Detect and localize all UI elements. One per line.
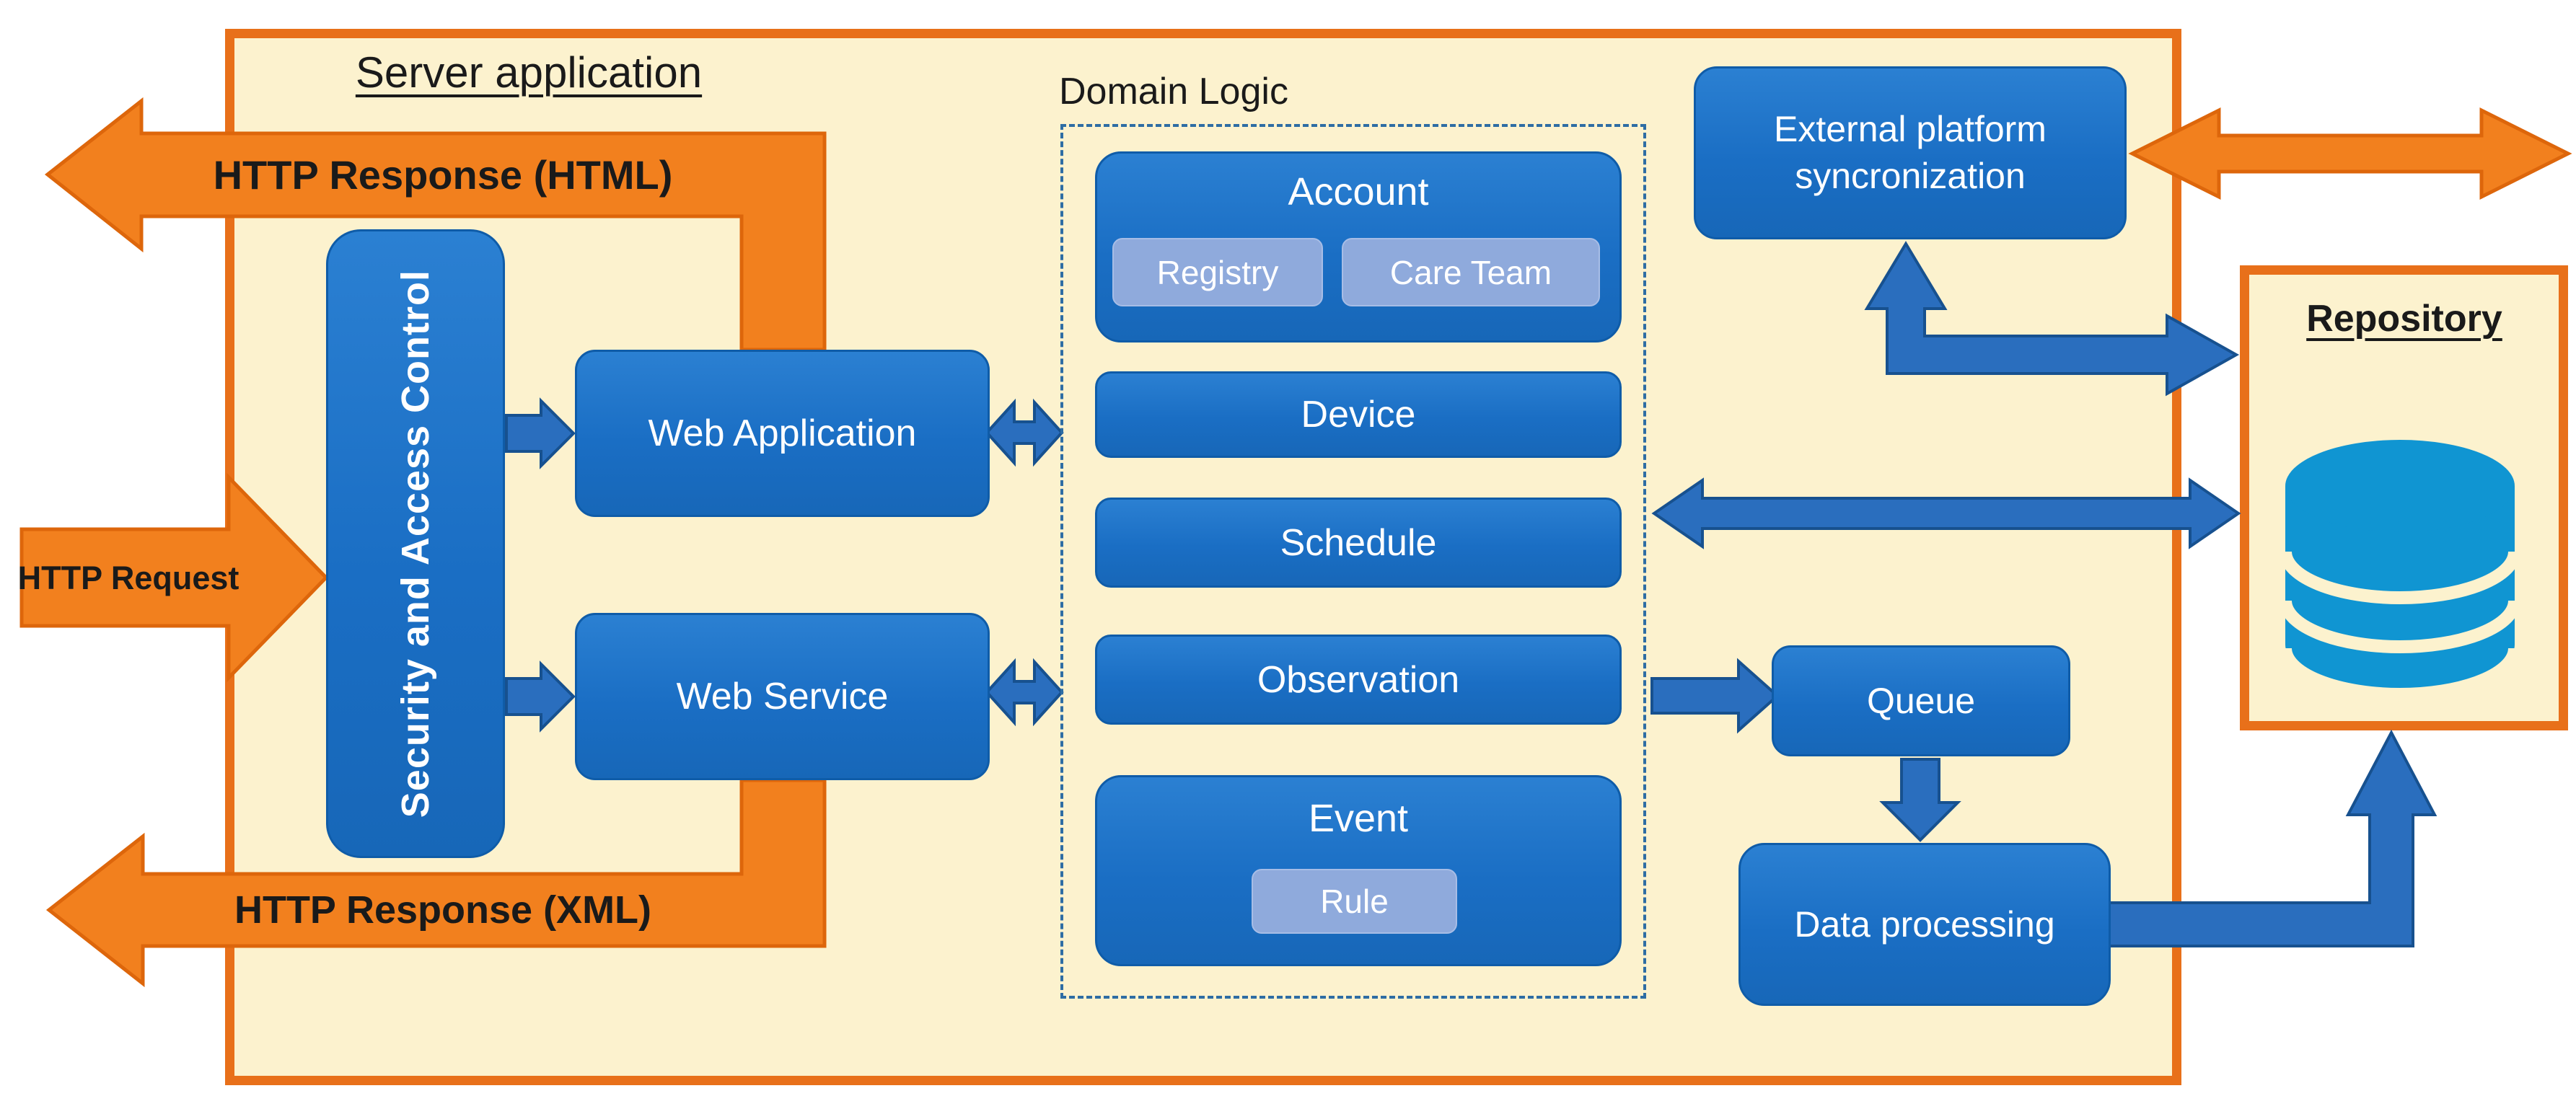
external-repository-elbow-arrow <box>1864 241 2240 397</box>
domain-logic-label: Domain Logic <box>1059 71 1288 112</box>
repository-title: Repository <box>2248 291 2560 346</box>
domain-logic-group <box>1060 124 1646 999</box>
web-service-box: Web Service <box>575 613 990 780</box>
data-processing-label: Data processing <box>1794 904 2055 945</box>
security-access-control-label: Security and Access Control <box>394 269 437 818</box>
domain-repository-double-arrow <box>1651 477 2241 549</box>
registry-chip: Registry <box>1112 238 1323 306</box>
schedule-box: Schedule <box>1095 498 1622 588</box>
repository-title-text: Repository <box>2306 298 2502 340</box>
external-platform-sync-label: External platform syncronization <box>1774 109 2047 196</box>
web-service-label: Web Service <box>676 676 889 717</box>
security-access-control-box: Security and Access Control <box>326 229 505 858</box>
care-team-chip: Care Team <box>1342 238 1600 306</box>
schedule-label: Schedule <box>1280 521 1437 564</box>
queue-to-data-processing-arrow <box>1879 758 1961 842</box>
security-to-web-service-arrow <box>505 660 576 733</box>
device-box: Device <box>1095 371 1622 458</box>
web-application-box: Web Application <box>575 350 990 517</box>
account-label: Account <box>1288 170 1429 213</box>
security-to-web-application-arrow <box>505 397 576 469</box>
event-label: Event <box>1308 797 1409 840</box>
http-response-xml-label: HTTP Response (XML) <box>234 888 652 932</box>
observation-to-queue-arrow <box>1650 658 1780 734</box>
server-application-title-text: Server application <box>355 48 703 97</box>
observation-box: Observation <box>1095 635 1622 725</box>
rule-chip: Rule <box>1252 869 1457 934</box>
observation-label: Observation <box>1257 658 1460 701</box>
data-processing-to-repository-elbow-arrow <box>2108 729 2437 947</box>
device-label: Device <box>1301 394 1416 436</box>
http-response-xml-arrow <box>45 778 827 988</box>
http-request-arrow <box>19 472 329 683</box>
external-sync-double-arrow <box>2128 107 2572 200</box>
database-icon <box>2279 440 2521 701</box>
data-processing-box: Data processing <box>1738 843 2111 1006</box>
queue-box: Queue <box>1772 645 2070 756</box>
queue-label: Queue <box>1866 681 1976 721</box>
external-platform-sync-box: External platform syncronization <box>1694 66 2127 239</box>
http-response-html-label: HTTP Response (HTML) <box>213 152 673 198</box>
web-application-label: Web Application <box>648 412 917 454</box>
server-application-title: Server application <box>312 43 745 101</box>
web-application-domain-double-arrow <box>985 398 1064 467</box>
web-service-domain-double-arrow <box>985 658 1064 727</box>
http-request-label: HTTP Request <box>17 560 239 596</box>
